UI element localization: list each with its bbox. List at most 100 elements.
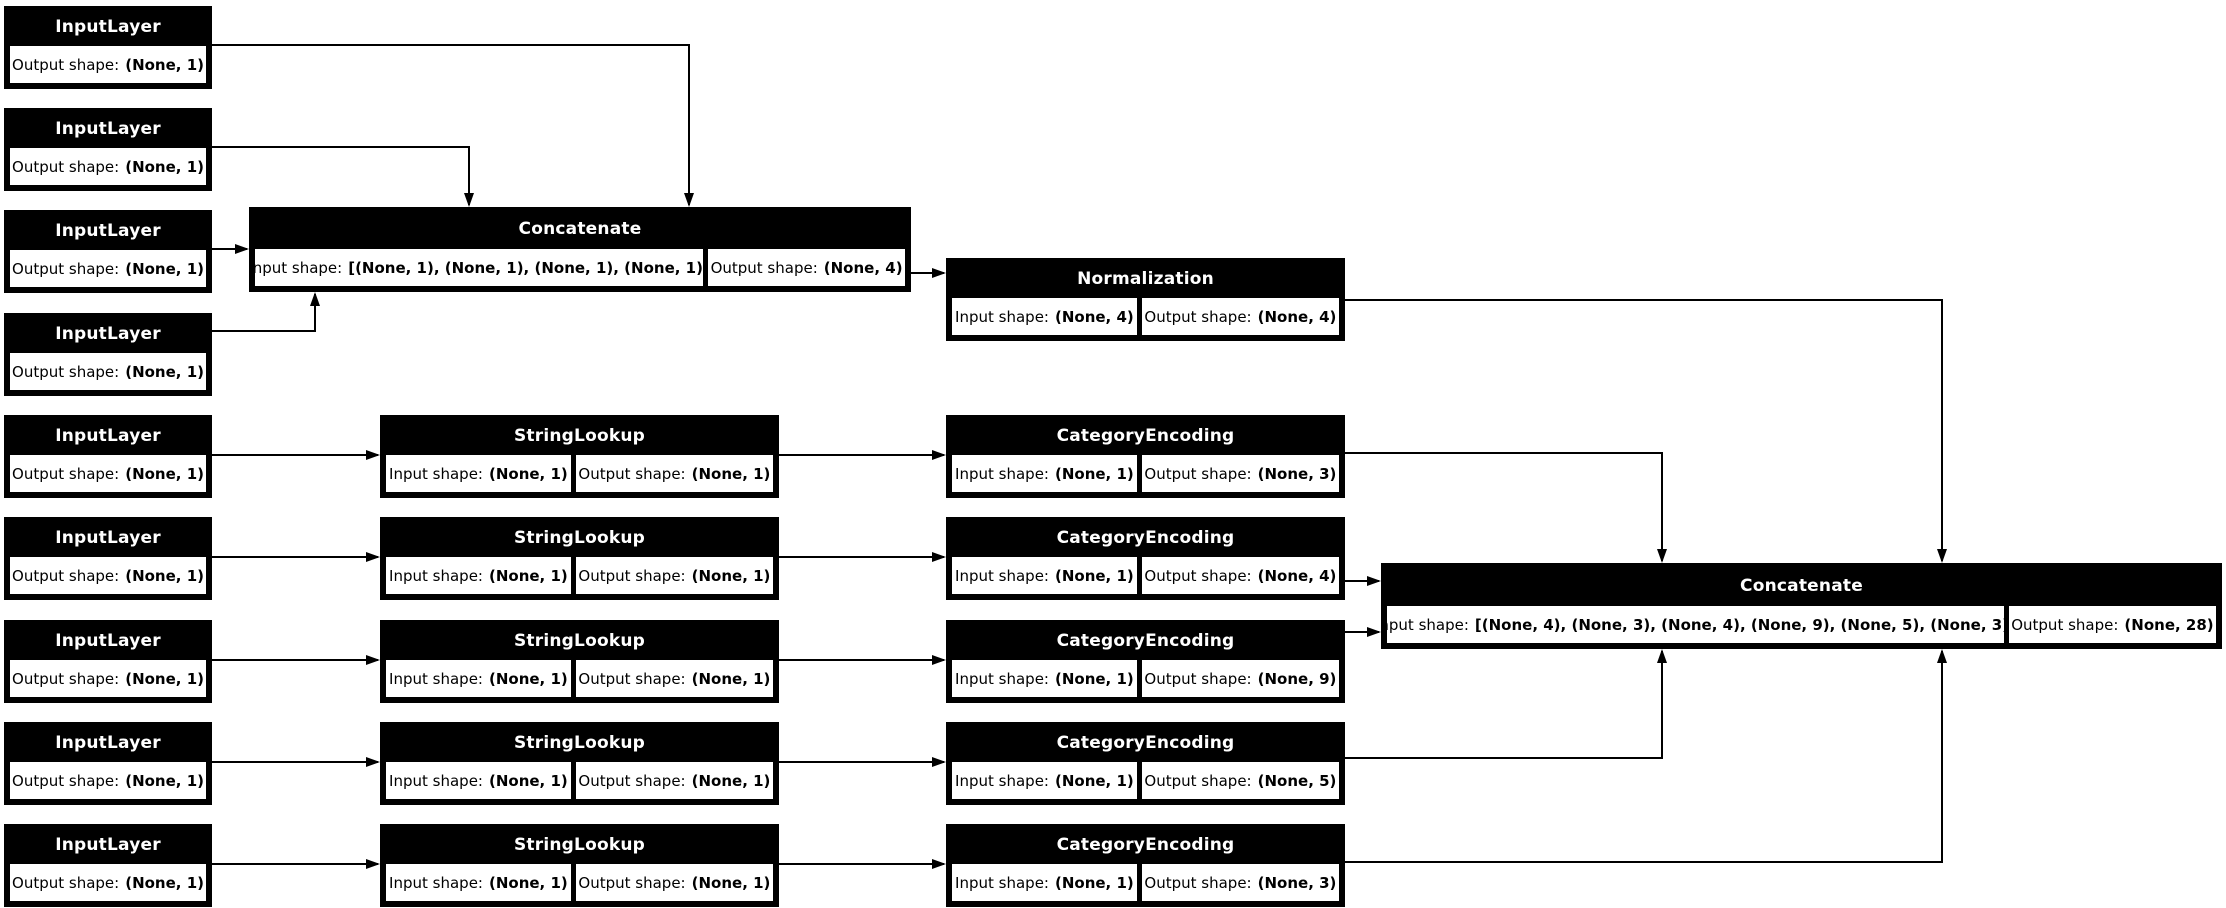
edge-categoryencoding-1-to-concatenate-2 xyxy=(1345,452,1667,563)
node-title: CategoryEncoding xyxy=(1056,733,1235,753)
node-title: InputLayer xyxy=(55,426,161,446)
cell-label: Output shape: xyxy=(12,55,120,74)
node-title: Concatenate xyxy=(518,219,642,239)
cell-label: Output shape: xyxy=(710,258,818,277)
cell-label: Output shape: xyxy=(12,566,120,585)
node-cell: Input shape:(None, 1) xyxy=(386,864,571,901)
node-cell: Output shape:(None, 4) xyxy=(1141,298,1339,335)
cell-label: Input shape: xyxy=(955,566,1049,585)
cell-label: Input shape: xyxy=(955,464,1049,483)
cell-label: Output shape: xyxy=(1144,873,1252,892)
cell-value: (None, 28) xyxy=(2124,615,2214,634)
node-title: InputLayer xyxy=(55,631,161,651)
cell-value: (None, 1) xyxy=(125,464,204,483)
cell-label: Input shape: xyxy=(955,307,1049,326)
cell-value: (None, 1) xyxy=(1054,669,1134,688)
cell-label: Output shape: xyxy=(1144,307,1252,326)
node-cell: Input shape:(None, 1) xyxy=(952,557,1137,594)
cell-label: Output shape: xyxy=(12,157,120,176)
cell-label: Output shape: xyxy=(12,259,120,278)
node-cell: Input shape:(None, 1) xyxy=(386,455,571,492)
node-body: Output shape:(None, 1) xyxy=(6,762,210,803)
node-title: InputLayer xyxy=(55,221,161,241)
node-body: Input shape:[(None, 4), (None, 3), (None… xyxy=(1383,606,2220,647)
node-body: Input shape:(None, 1)Output shape:(None,… xyxy=(382,660,777,701)
cell-label: Output shape: xyxy=(578,873,686,892)
node-cell: Output shape:(None, 1) xyxy=(575,660,773,697)
node-cell: Output shape:(None, 3) xyxy=(1141,455,1339,492)
cell-value: (None, 1) xyxy=(1054,771,1134,790)
node-body: Input shape:(None, 1)Output shape:(None,… xyxy=(382,864,777,905)
cell-label: Output shape: xyxy=(12,873,120,892)
node-title: CategoryEncoding xyxy=(1056,835,1235,855)
node-cell: Output shape: (None, 28) xyxy=(2008,606,2216,643)
node-body: Input shape:(None, 1)Output shape:(None,… xyxy=(948,864,1343,905)
cell-label: Input shape: xyxy=(955,873,1049,892)
edge-categoryencoding-5-to-concatenate-2 xyxy=(1345,649,1947,863)
node-cell: Output shape:(None, 1) xyxy=(10,250,206,287)
node-cell: Input shape:(None, 1) xyxy=(386,557,571,594)
edge-inputlayer-1-to-concatenate-1 xyxy=(212,44,694,207)
cell-value: (None, 1) xyxy=(125,55,204,74)
cell-label: Input shape: xyxy=(389,566,483,585)
node-title: InputLayer xyxy=(55,528,161,548)
cell-value: (None, 1) xyxy=(1054,464,1134,483)
node-cell: Output shape:(None, 1) xyxy=(575,455,773,492)
node-cell: Input shape:(None, 4) xyxy=(952,298,1137,335)
edge-normalization-1-to-concatenate-2 xyxy=(1345,299,1947,563)
node-title: Concatenate xyxy=(1740,575,1863,596)
node-body: Input shape:(None, 1)Output shape:(None,… xyxy=(382,762,777,803)
cell-value: (None, 5) xyxy=(1257,771,1337,790)
edge-categoryencoding-4-to-concatenate-2 xyxy=(1345,649,1667,759)
edge-group xyxy=(212,44,1947,869)
node-cell: Output shape:(None, 1) xyxy=(575,557,773,594)
node-title: InputLayer xyxy=(55,733,161,753)
node-cell: Output shape:(None, 1) xyxy=(10,660,206,697)
node-cell: Input shape:(None, 1) xyxy=(386,762,571,799)
node-cell: Output shape:(None, 1) xyxy=(10,148,206,185)
node-title: StringLookup xyxy=(513,528,646,548)
node-title: CategoryEncoding xyxy=(1056,426,1235,446)
node-body: Output shape:(None, 1) xyxy=(6,353,210,394)
cell-value: (None, 1) xyxy=(488,464,568,483)
cell-label: Input shape: xyxy=(389,771,483,790)
node-title: Normalization xyxy=(1077,269,1214,289)
cell-value: [(None, 1), (None, 1), (None, 1), (None,… xyxy=(348,258,704,277)
cell-value: [(None, 4), (None, 3), (None, 4), (None,… xyxy=(1474,615,2004,634)
node-title: CategoryEncoding xyxy=(1056,631,1235,651)
node-body: Input shape:(None, 1)Output shape:(None,… xyxy=(382,455,777,496)
cell-label: Output shape: xyxy=(1144,771,1252,790)
cell-label: Output shape: xyxy=(12,362,120,381)
cell-label: Output shape: xyxy=(578,566,686,585)
node-cell: Input shape:[(None, 4), (None, 3), (None… xyxy=(1387,606,2004,643)
cell-value: (None, 1) xyxy=(125,566,204,585)
node-cell: Input shape:[(None, 1), (None, 1), (None… xyxy=(255,249,704,286)
cell-value: (None, 1) xyxy=(691,464,771,483)
node-title: StringLookup xyxy=(513,426,646,446)
cell-label: Output shape: xyxy=(578,669,686,688)
node-cell: Output shape:(None, 1) xyxy=(10,762,206,799)
cell-label: Input shape: xyxy=(955,771,1049,790)
node-title: StringLookup xyxy=(513,835,646,855)
cell-label: Output shape: xyxy=(1144,566,1252,585)
node-cell: Output shape:(None, 1) xyxy=(575,762,773,799)
cell-value: (None, 4) xyxy=(1257,566,1337,585)
node-cell: Output shape:(None, 1) xyxy=(10,353,206,390)
node-body: Input shape:(None, 1)Output shape:(None,… xyxy=(382,557,777,598)
cell-label: Input shape: xyxy=(389,873,483,892)
cell-label: Output shape: xyxy=(2011,615,2119,634)
